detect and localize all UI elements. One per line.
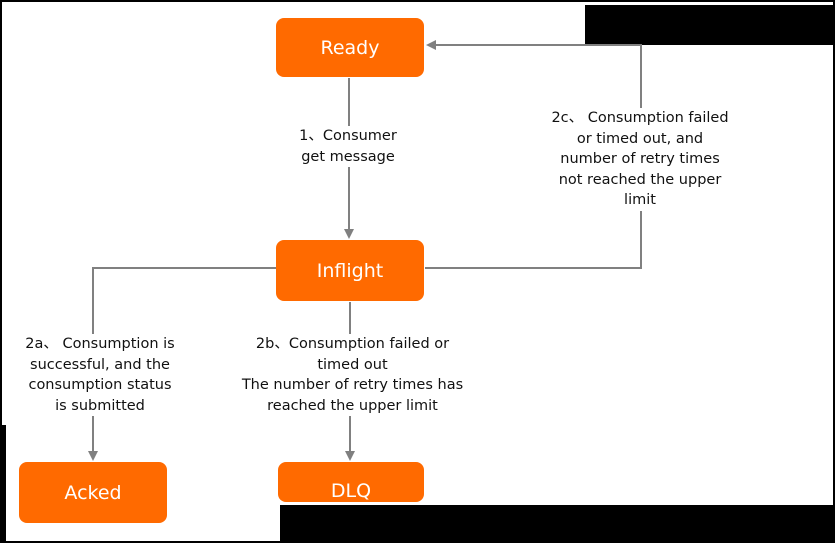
state-node-dlq-label: DLQ (330, 480, 372, 502)
state-node-ready: Ready (276, 18, 424, 77)
edge-label-success: 2a、 Consumption is successful, and the c… (6, 334, 194, 416)
state-node-acked-label: Acked (64, 481, 122, 504)
state-node-inflight: Inflight (276, 240, 424, 301)
redaction-block-left (0, 425, 6, 543)
state-node-dlq: DLQ (278, 462, 424, 502)
edge-label-retry: 2c、 Consumption failed or timed out, and… (520, 108, 760, 211)
edge-label-consume: 1、Consumer get message (283, 126, 413, 167)
redaction-block-bottom (280, 505, 835, 543)
state-node-acked: Acked (19, 462, 167, 523)
state-node-inflight-label: Inflight (316, 259, 384, 282)
state-node-ready-label: Ready (320, 36, 380, 59)
edge-label-dead-letter: 2b、Consumption failed or timed out The n… (225, 334, 480, 416)
redaction-block-top (585, 5, 835, 45)
